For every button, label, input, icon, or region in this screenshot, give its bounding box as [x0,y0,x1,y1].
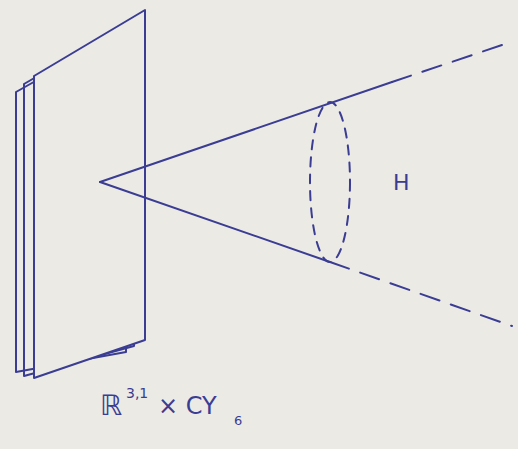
brane-sheet [34,10,145,378]
math-symbol: ℝ [100,392,122,420]
cone-edge-dashed [330,262,512,326]
cone-section-ellipse [310,102,350,262]
space-label: H [393,172,410,194]
superscript: 3,1 [126,386,148,400]
cone-edge-dashed [392,44,505,82]
subscript: 6 [234,414,242,427]
math-symbol: × CY [158,394,217,418]
cone-edge [100,182,330,262]
cone-edge [100,82,392,182]
